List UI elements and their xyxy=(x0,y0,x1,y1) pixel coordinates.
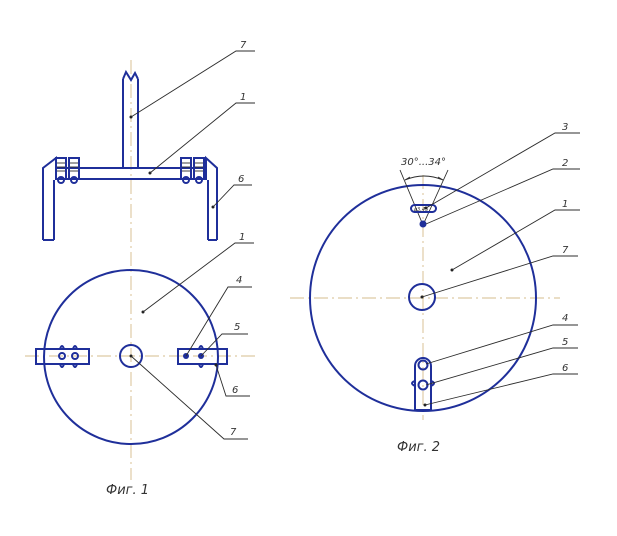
fig1-label-disc: 1 xyxy=(239,232,245,243)
fig1-top-view: 1 4 5 6 7 Фиг. 1 xyxy=(25,232,255,498)
fig2-top-hole xyxy=(419,220,427,228)
fig2-caption: Фиг. 2 xyxy=(397,440,440,455)
fig2-label-hole-top: 2 xyxy=(562,158,568,169)
fig2-label-disc: 1 xyxy=(562,199,568,210)
fig2-label-screw: 5 xyxy=(562,337,568,348)
fig2-label-hole: 4 xyxy=(562,313,568,324)
fig2-slot-mark: ø3,45 xyxy=(413,207,428,213)
fig2-bracket xyxy=(414,357,432,411)
fig1-label-screw: 5 xyxy=(234,322,240,333)
fig2-label-slot: 3 xyxy=(562,122,568,133)
fig1-label-bracket: 6 xyxy=(238,174,244,185)
fig2-axis-hole xyxy=(408,283,436,311)
fig1-nut-left xyxy=(55,157,80,184)
fig2-label-bracket: 6 xyxy=(562,363,568,374)
fig1-label-axis-hole: 7 xyxy=(230,427,237,438)
fig1-label-rod: 7 xyxy=(240,40,247,51)
fig1-label-hole: 4 xyxy=(236,275,242,286)
fig1-caption: Фиг. 1 xyxy=(106,483,149,498)
fig1-strip-left xyxy=(35,348,90,365)
fig1-bracket-right xyxy=(205,155,218,240)
fig2-angle-text: 30°...34° xyxy=(401,157,446,168)
fig1-disc xyxy=(43,269,219,445)
fig2-angle-marker: 30°...34° xyxy=(399,157,449,226)
fig2-slot xyxy=(410,204,437,213)
fig1-nut-right xyxy=(180,157,205,184)
fig1-bracket-left xyxy=(42,155,57,240)
fig1-axis-hole xyxy=(119,344,143,368)
fig1-rod xyxy=(122,69,139,168)
fig1-label-plate: 1 xyxy=(240,92,246,103)
fig1-side-view: 7 1 6 xyxy=(42,40,255,480)
fig2-label-axis-hole: 7 xyxy=(562,245,569,256)
fig1-label-bracket-bottom: 6 xyxy=(232,385,238,396)
fig2-view: 30°...34° ø3,45 3 2 1 7 4 5 6 Фиг. 2 xyxy=(290,122,580,455)
